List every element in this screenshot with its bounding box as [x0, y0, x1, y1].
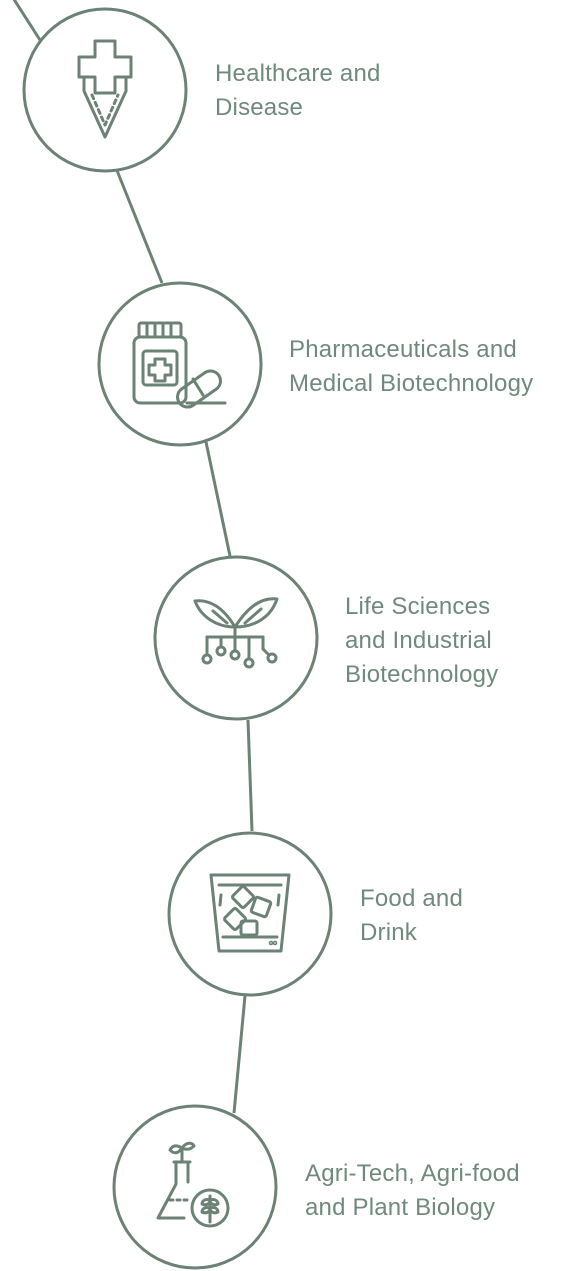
node-agri-tech: [112, 1104, 278, 1270]
label-life-sciences: Life Sciences and Industrial Biotechnolo…: [345, 590, 498, 692]
label-line: Disease: [215, 94, 304, 121]
label-line: and Industrial: [345, 627, 492, 654]
label-line: Drink: [360, 919, 418, 946]
plant-circuit-icon: [153, 555, 319, 721]
label-line: Medical Biotechnology: [289, 370, 534, 397]
label-healthcare: Healthcare and Disease: [215, 57, 381, 125]
label-line: Life Sciences: [345, 593, 491, 620]
label-line: and Plant Biology: [305, 1194, 496, 1221]
label-agri-tech: Agri-Tech, Agri-food and Plant Biology: [305, 1157, 520, 1225]
node-healthcare: [22, 7, 188, 173]
medicine-bottle-pill-icon: [97, 281, 263, 447]
label-line: Agri-Tech, Agri-food: [305, 1160, 520, 1187]
glass-with-ice-icon: [167, 831, 333, 997]
label-line: Food and: [360, 885, 464, 912]
node-life-sciences: [153, 555, 319, 721]
label-pharmaceuticals: Pharmaceuticals and Medical Biotechnolog…: [289, 333, 533, 401]
label-line: Pharmaceuticals and: [289, 336, 517, 363]
label-line: Biotechnology: [345, 661, 499, 688]
label-line: Healthcare and: [215, 60, 381, 87]
medical-cross-pin-icon: [22, 7, 188, 173]
node-food-drink: [167, 831, 333, 997]
node-pharmaceuticals: [97, 281, 263, 447]
flask-sprout-wheat-icon: [112, 1104, 278, 1270]
label-food-drink: Food and Drink: [360, 882, 463, 950]
